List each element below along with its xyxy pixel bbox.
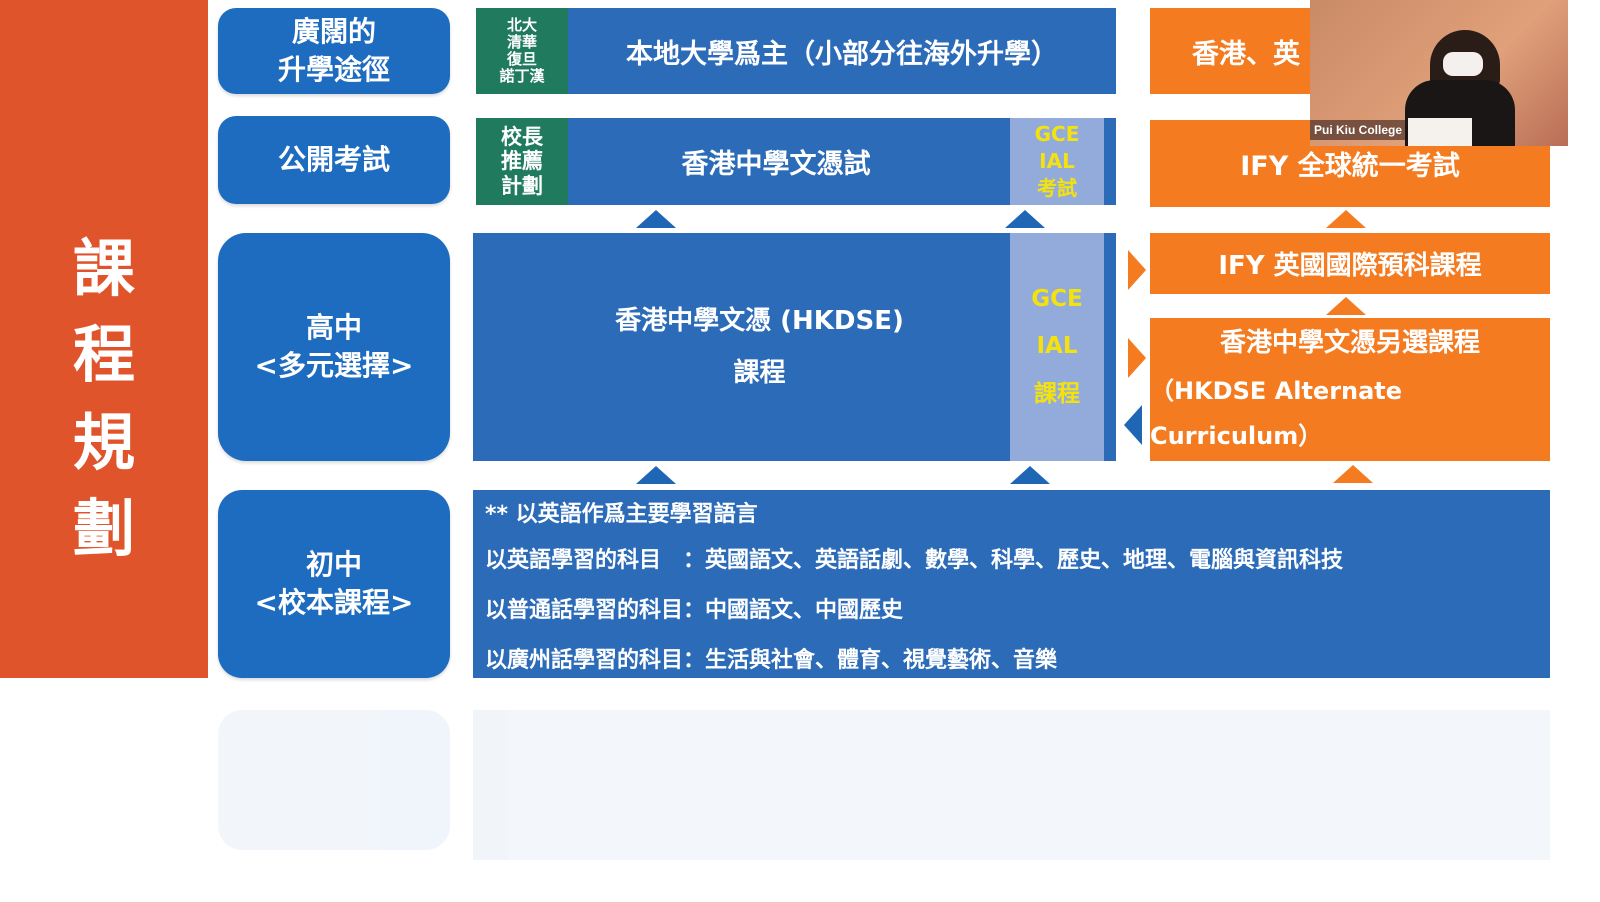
title-panel <box>0 0 208 678</box>
label-pathways: 廣闊的升學途徑 <box>218 8 450 94</box>
box-text: GCE <box>1031 286 1083 313</box>
box-text: 課程 <box>1034 380 1080 407</box>
box-text: 以英語學習的科目 ：英國語文、英語話劇、數學、科學、歷史、地理、電腦與資訊科技 <box>485 548 1344 573</box>
box-text: 香港中學文憑 (HKDSE) <box>615 306 904 336</box>
box-text: 計劃 <box>501 173 543 198</box>
box-text: 校長 <box>501 125 543 150</box>
label-line: 初中 <box>305 548 362 582</box>
arrow-left-icon <box>1124 405 1142 445</box>
box-text: （HKDSE Alternate Curriculum） <box>1150 376 1403 451</box>
arrow-up-icon <box>636 466 676 484</box>
name-plate <box>1408 118 1472 146</box>
box-text: 考試 <box>1037 176 1077 200</box>
video-label: Pui Kiu College <box>1310 120 1407 140</box>
label-line: 高中 <box>305 311 362 345</box>
title-char: 規 <box>72 406 135 479</box>
box-text: 以廣州話學習的科目：生活與社會、體育、視覺藝術、音樂 <box>485 648 1058 673</box>
box-text: 香港中學文憑另選課程 <box>1219 328 1480 359</box>
label-senior: 高中 <多元選擇> <box>218 233 450 461</box>
title-char: 劃 <box>72 492 135 565</box>
box-text: IFY 英國國際預科課程 <box>1218 251 1482 281</box>
box-text: 本地大學爲主（小部分往海外升學） <box>626 38 1058 70</box>
arrow-right-icon <box>1128 338 1146 378</box>
box-text: IAL <box>1036 333 1078 360</box>
label-line: 廣闊的 <box>291 15 376 49</box>
label-junior: 初中 <校本課程> <box>218 490 450 678</box>
gce-exam-box: GCE IAL 考試 <box>1010 118 1104 205</box>
arrow-up-icon <box>1010 466 1050 484</box>
box-text: IAL <box>1039 149 1075 173</box>
title-char: 程 <box>72 318 135 391</box>
box-text: 推薦 <box>501 149 543 174</box>
box-text: IFY 全球統一考試 <box>1240 151 1460 182</box>
ify-curriculum-box: IFY 英國國際預科課程 <box>1150 233 1550 294</box>
speaker-video[interactable]: Pui Kiu College <box>1310 0 1568 146</box>
box-text: 清華 <box>506 32 537 51</box>
hkdse-exam-box: 香港中學文憑試 <box>476 118 1116 205</box>
box-text: 以普通話學習的科目：中國語文、中國歷史 <box>485 598 904 623</box>
box-text: 復旦 <box>506 50 537 68</box>
universities-box: 北大清華復旦諾丁漢 <box>476 8 568 94</box>
arrow-up-icon <box>1326 297 1366 315</box>
gce-curriculum-box: GCE IAL 課程 <box>1010 233 1104 461</box>
box-text: 香港中學文憑試 <box>681 149 871 180</box>
arrow-up-icon <box>1333 465 1373 483</box>
arrow-up-icon <box>1005 210 1045 228</box>
principal-nomination-box: 校長推薦計劃 <box>476 118 568 205</box>
arrow-right-icon <box>1128 250 1146 290</box>
box-text: 諾丁漢 <box>499 67 545 86</box>
mask <box>1443 52 1483 76</box>
box-text: 香港、英 <box>1192 38 1300 70</box>
local-university-box: 本地大學爲主（小部分往海外升學） <box>476 8 1116 94</box>
box-text: 課程 <box>733 358 786 388</box>
box-text: 北大 <box>506 15 537 34</box>
arrow-up-icon <box>636 210 676 228</box>
title-char: 課 <box>72 232 135 305</box>
hkdse-alternate-box: 香港中學文憑另選課程 （HKDSE Alternate Curriculum） <box>1150 318 1550 461</box>
label-line: <多元選擇> <box>254 349 414 382</box>
hkdse-curriculum-box: 香港中學文憑 (HKDSE) 課程 <box>473 233 1116 461</box>
label-exams: 公開考試 <box>218 116 450 204</box>
label-line: 公開考試 <box>277 143 390 177</box>
arrow-up-icon <box>1326 210 1366 228</box>
label-line: <校本課程> <box>254 586 414 619</box>
slide-reflection <box>0 690 1600 902</box>
box-text: GCE <box>1034 122 1080 146</box>
label-line: 升學途徑 <box>277 53 390 86</box>
junior-curriculum-box: ** 以英語作爲主要學習語言 以英語學習的科目 ：英國語文、英語話劇、數學、科學… <box>473 490 1550 678</box>
box-text: ** 以英語作爲主要學習語言 <box>485 502 758 527</box>
